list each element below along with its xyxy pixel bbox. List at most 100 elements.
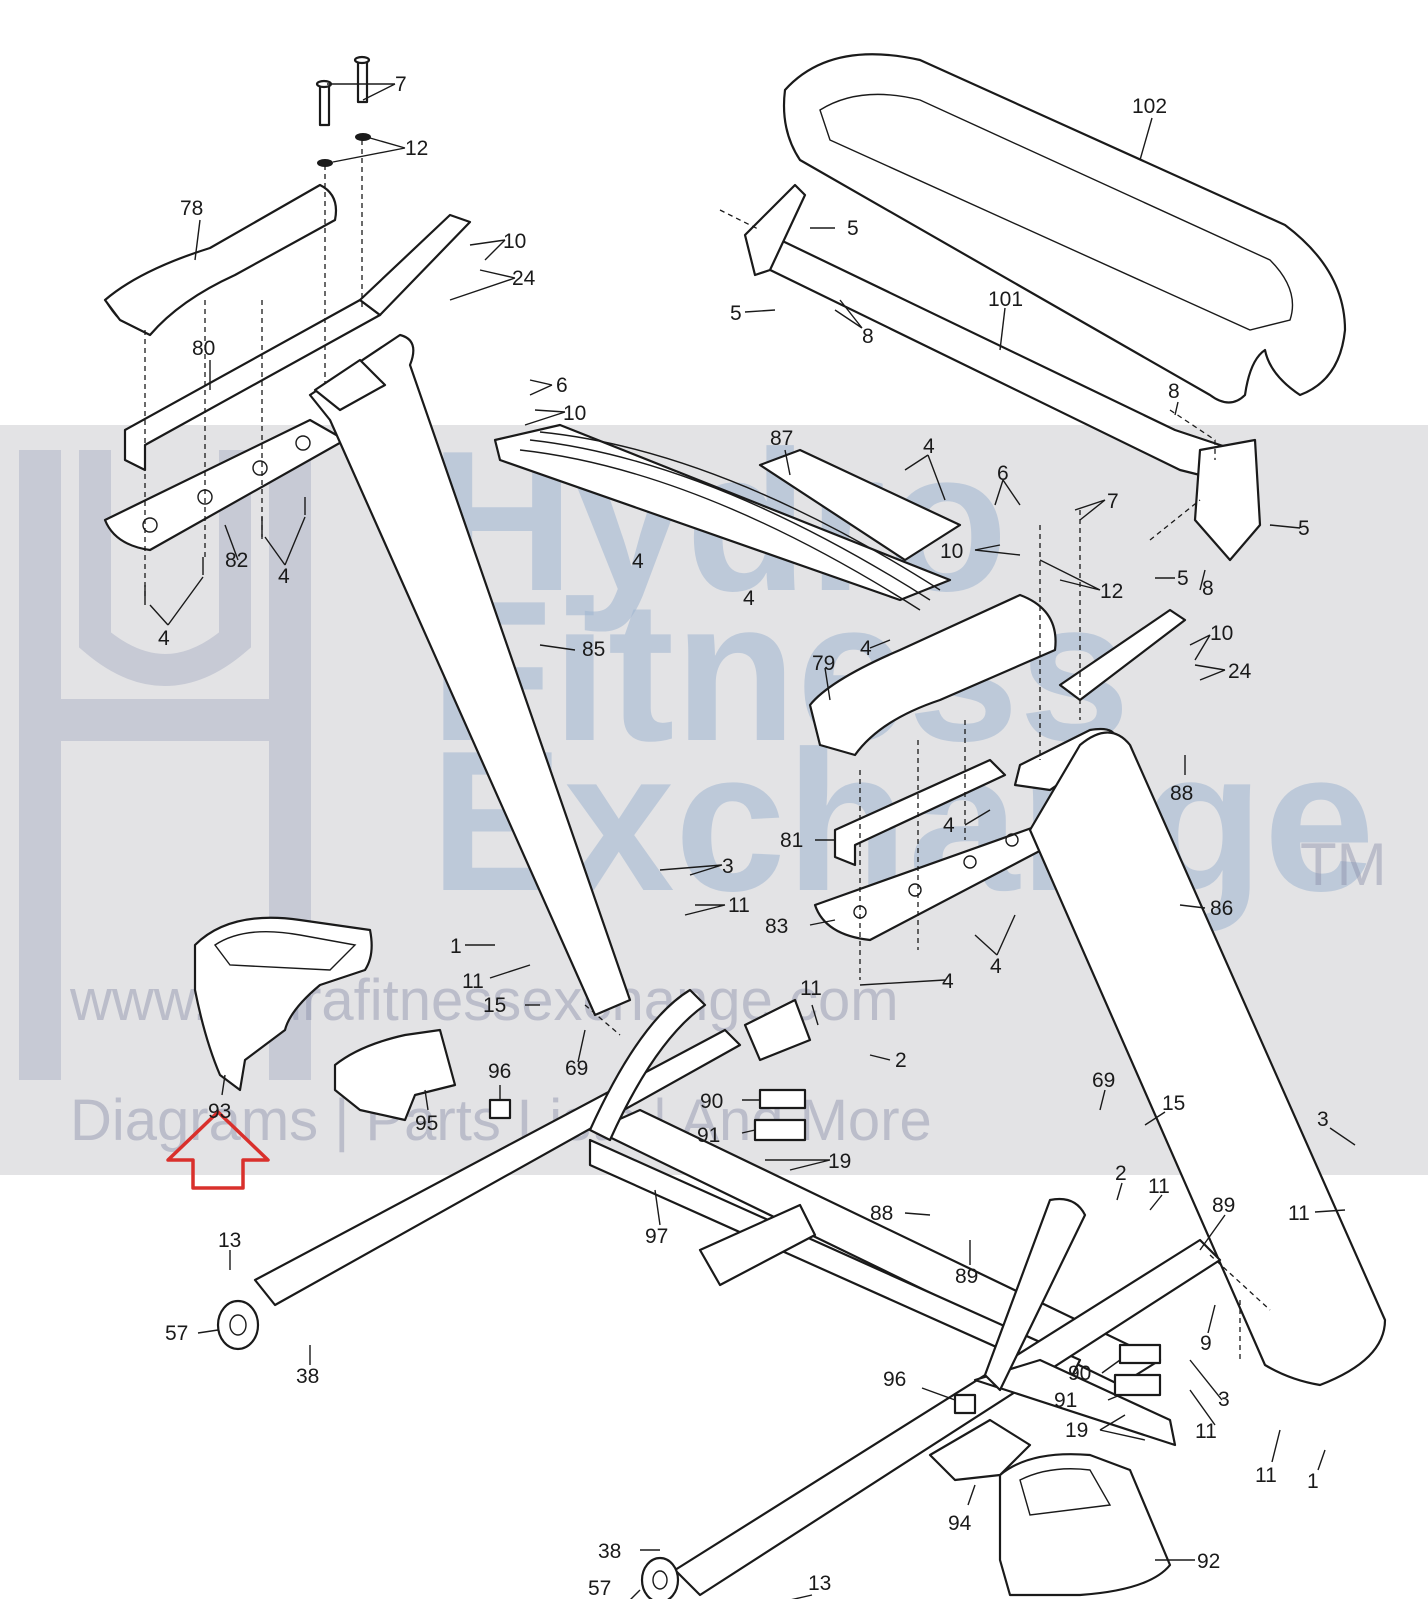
label-38: 38	[598, 1540, 621, 1563]
label-69: 69	[565, 1057, 588, 1080]
label-91: 91	[1054, 1389, 1077, 1412]
label-6: 6	[997, 462, 1009, 485]
label-24: 24	[512, 267, 536, 290]
part-labels: 7 12 78 10 24 80 82 4 4 102 5 5 8 101 6 …	[158, 73, 1329, 1599]
plates-90-91-upper	[753, 1088, 807, 1142]
label-5: 5	[1177, 567, 1189, 590]
label-4: 4	[860, 637, 872, 660]
label-24: 24	[1228, 660, 1252, 683]
label-57: 57	[588, 1577, 611, 1599]
label-5: 5	[730, 302, 742, 325]
label-89: 89	[955, 1265, 978, 1288]
label-10: 10	[1210, 622, 1233, 645]
label-4: 4	[990, 955, 1002, 978]
label-15: 15	[1162, 1092, 1185, 1115]
label-90: 90	[1068, 1362, 1091, 1385]
label-81: 81	[780, 829, 803, 852]
handrail-bracket-80	[123, 213, 472, 472]
assembly-guides-frame	[584, 1004, 1271, 1360]
label-94: 94	[948, 1512, 972, 1535]
highlight-arrow-icon	[166, 1110, 270, 1190]
label-92: 92	[1197, 1550, 1220, 1573]
label-12: 12	[405, 137, 428, 160]
label-69: 69	[1092, 1069, 1115, 1092]
label-96-upper	[488, 1098, 512, 1120]
label-97: 97	[645, 1225, 668, 1248]
handrail-bracket-81	[833, 758, 1007, 867]
label-38: 38	[296, 1365, 319, 1388]
label-11: 11	[1288, 1202, 1310, 1225]
label-5: 5	[1298, 517, 1310, 540]
label-95: 95	[415, 1112, 438, 1135]
label-1: 1	[450, 935, 462, 958]
label-80: 80	[192, 337, 215, 360]
label-11: 11	[728, 894, 750, 917]
label-96: 96	[488, 1060, 511, 1083]
label-4: 4	[278, 565, 290, 588]
label-10: 10	[503, 230, 526, 253]
label-78: 78	[180, 197, 203, 220]
label-2: 2	[895, 1049, 907, 1072]
label-6: 6	[556, 374, 568, 397]
label-19: 19	[1065, 1419, 1088, 1442]
label-9: 9	[1200, 1332, 1212, 1355]
handrail-cover-78	[103, 183, 338, 337]
label-86: 86	[1210, 897, 1233, 920]
label-87: 87	[770, 427, 793, 450]
label-8: 8	[1202, 577, 1214, 600]
label-88: 88	[870, 1202, 893, 1225]
frame-97	[253, 988, 1222, 1597]
label-11: 11	[1255, 1464, 1277, 1487]
label-83: 83	[765, 915, 788, 938]
label-8: 8	[862, 325, 874, 348]
label-10: 10	[563, 402, 586, 425]
console-tube-101	[743, 183, 1262, 562]
label-11: 11	[462, 970, 484, 993]
label-88: 88	[1170, 782, 1193, 805]
label-4: 4	[923, 435, 935, 458]
label-7: 7	[1107, 490, 1119, 513]
label-5: 5	[847, 217, 859, 240]
label-57: 57	[165, 1322, 188, 1345]
label-11: 11	[1195, 1420, 1217, 1443]
label-4: 4	[942, 970, 954, 993]
label-3: 3	[1218, 1388, 1230, 1411]
label-82: 82	[225, 549, 248, 572]
label-13: 13	[808, 1572, 831, 1595]
bolts-7-left	[315, 55, 371, 167]
leader-lines	[149, 83, 1356, 1599]
label-89: 89	[1212, 1194, 1235, 1217]
label-19: 19	[828, 1150, 851, 1173]
label-7: 7	[395, 73, 407, 96]
upright-85	[308, 333, 632, 1017]
label-4: 4	[158, 627, 170, 650]
wheel-57-right-icon	[640, 1556, 680, 1599]
label-3: 3	[722, 855, 734, 878]
label-15: 15	[483, 994, 506, 1017]
label-13: 13	[218, 1229, 241, 1252]
label-3: 3	[1317, 1108, 1329, 1131]
label-90: 90	[700, 1090, 723, 1113]
label-4: 4	[943, 814, 955, 837]
label-4: 4	[632, 550, 644, 573]
watermark-trademark: TM	[1300, 831, 1387, 898]
cover-92	[998, 1453, 1172, 1597]
plates-90-91-lower	[1113, 1343, 1162, 1397]
label-10: 10	[940, 540, 963, 563]
cover-94	[928, 1418, 1032, 1482]
console-bar-102	[782, 53, 1347, 404]
label-85: 85	[582, 638, 605, 661]
label-1: 1	[1307, 1470, 1319, 1493]
assembly-guides-left	[144, 140, 363, 600]
cover-93	[193, 916, 373, 1092]
wheel-57-left-icon	[216, 1299, 260, 1351]
cover-95	[333, 1028, 457, 1122]
upright-86	[1028, 731, 1387, 1387]
label-96: 96	[883, 1368, 906, 1391]
handrail-cover-79	[808, 593, 1057, 757]
handrail-base-83	[813, 823, 1072, 942]
label-79: 79	[812, 652, 835, 675]
assembly-guides-console	[719, 209, 1216, 541]
label-11: 11	[800, 977, 822, 1000]
